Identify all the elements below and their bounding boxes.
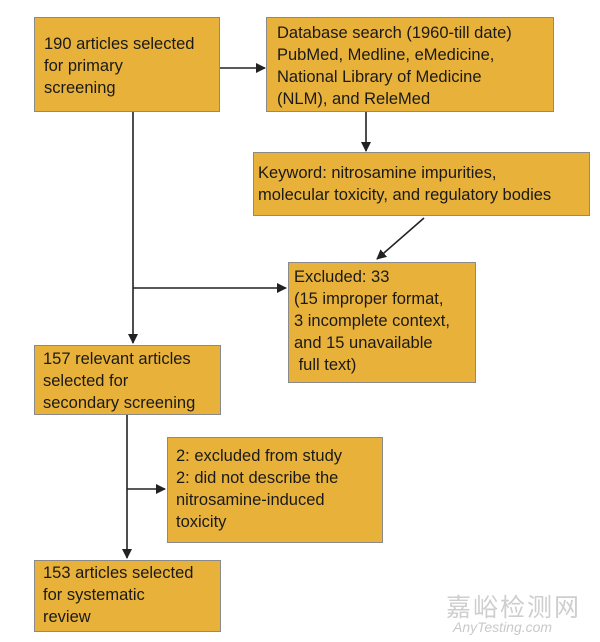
watermark-chinese: 嘉峪检测网: [446, 593, 582, 622]
keyword-box: Keyword: nitrosamine impurities, molecul…: [253, 152, 590, 216]
secondary-screening-box: 157 relevant articles selected for secon…: [34, 345, 221, 415]
watermark-english: AnyTesting.com: [453, 619, 553, 635]
excluded-box: Excluded: 33 (15 improper format, 3 inco…: [288, 262, 476, 383]
primary-screening-box: 190 articles selected for primary screen…: [34, 17, 220, 112]
excluded-from-study-box: 2: excluded from study 2: did not descri…: [167, 437, 383, 543]
arrow-keyword-to-excluded: [376, 217, 425, 260]
final-selection-box: 153 articles selected for systematic rev…: [34, 560, 221, 632]
database-search-box: Database search (1960-till date) PubMed,…: [266, 17, 554, 112]
